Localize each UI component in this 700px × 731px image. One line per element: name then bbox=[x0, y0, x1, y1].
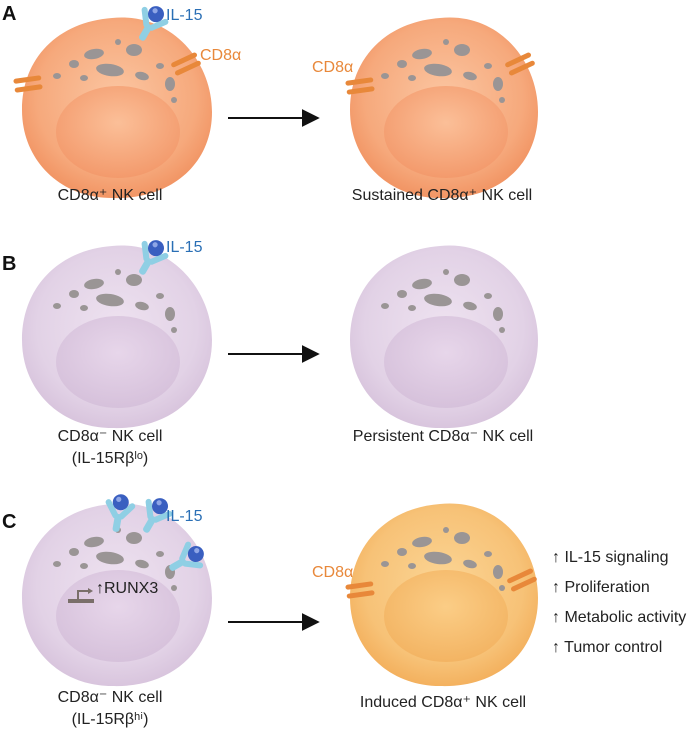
effect-item: ↑ Proliferation bbox=[552, 579, 650, 596]
caption-b-left-line2: (IL-15Rβˡᵒ) bbox=[72, 450, 148, 467]
cd8-negative-nk-cell bbox=[22, 245, 212, 429]
panel-letter-a: A bbox=[2, 3, 16, 25]
induced-cd8-positive-nk-cell bbox=[350, 503, 538, 687]
cd8-label-a-right: CD8α bbox=[312, 59, 353, 76]
panel-letter-c: C bbox=[2, 511, 16, 533]
cd8-label-c-right: CD8α bbox=[312, 564, 353, 581]
caption-c-left-line1: CD8α⁻ NK cell bbox=[58, 689, 163, 706]
gene-promoter-icon bbox=[68, 588, 94, 603]
cd8-negative-il15rb-hi-nk-cell bbox=[22, 503, 212, 687]
runx3-label: ↑RUNX3 bbox=[96, 580, 158, 597]
cd8-positive-nk-cell bbox=[22, 17, 212, 199]
caption-b-right: Persistent CD8α⁻ NK cell bbox=[353, 428, 533, 445]
panel-letter-b: B bbox=[2, 253, 16, 275]
il15-label-a: IL-15 bbox=[166, 7, 203, 24]
persistent-cd8-negative-nk-cell bbox=[350, 245, 538, 429]
cd8-label-a-left: CD8α bbox=[200, 47, 241, 64]
sustained-cd8-positive-nk-cell bbox=[350, 17, 538, 199]
effect-item: ↑ Tumor control bbox=[552, 639, 662, 656]
caption-b-left-line1: CD8α⁻ NK cell bbox=[58, 428, 163, 445]
effect-item: ↑ Metabolic activity bbox=[552, 609, 686, 626]
caption-a-right: Sustained CD8α⁺ NK cell bbox=[352, 187, 532, 204]
il15-label-c: IL-15 bbox=[166, 508, 203, 525]
caption-a-left: CD8α⁺ NK cell bbox=[58, 187, 163, 204]
caption-c-left-line2: (IL-15Rβʰⁱ) bbox=[72, 711, 149, 728]
caption-c-right: Induced CD8α⁺ NK cell bbox=[360, 694, 526, 711]
il15-label-b: IL-15 bbox=[166, 239, 203, 256]
effect-item: ↑ IL-15 signaling bbox=[552, 549, 669, 566]
